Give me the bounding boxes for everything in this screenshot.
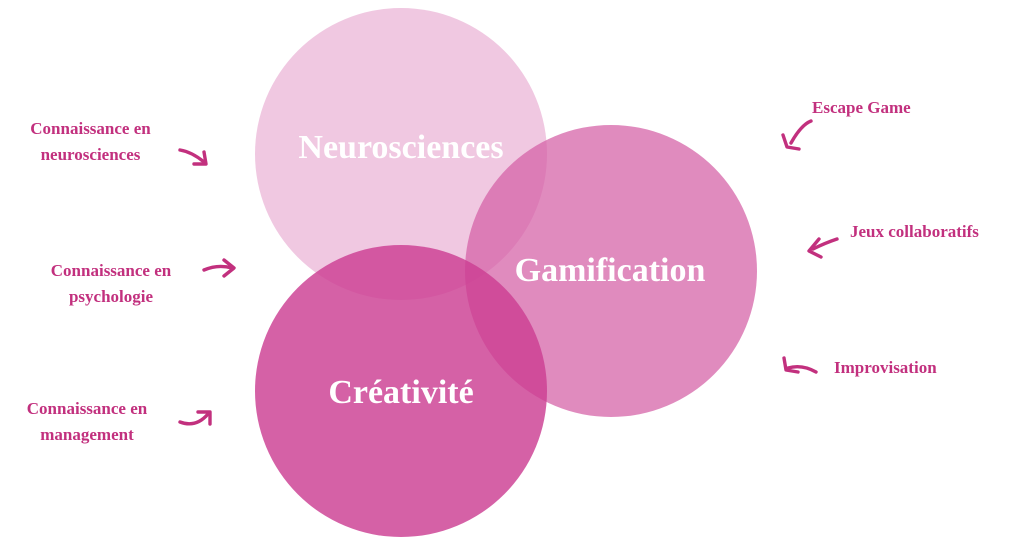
curved-arrow-icon <box>178 410 212 426</box>
escape-game-text: Escape Game <box>812 98 911 117</box>
management-knowledge-text: Connaissance en management <box>2 396 172 448</box>
neurosciences-knowledge-line2: neurosciences <box>40 145 141 164</box>
improvisation-text: Improvisation <box>834 358 937 377</box>
management-knowledge-line1: Connaissance en <box>26 399 148 418</box>
curved-arrow-icon <box>781 119 813 151</box>
creativite-circle <box>255 245 547 537</box>
gamification-label: Gamification <box>514 252 706 289</box>
psychology-knowledge-text: Connaissance en psychologie <box>26 258 196 310</box>
neurosciences-knowledge-text: Connaissance en neurosciences <box>8 116 173 168</box>
collaborative-games-text: Jeux collaboratifs <box>850 222 979 241</box>
curved-arrow-icon <box>178 148 208 166</box>
creativite-label: Créativité <box>328 374 474 411</box>
curved-arrow-icon <box>202 258 236 278</box>
management-knowledge-line2: management <box>40 425 134 444</box>
curved-arrow-icon <box>807 237 839 259</box>
neurosciences-label: Neurosciences <box>298 129 504 166</box>
neurosciences-knowledge-line1: Connaissance en <box>30 119 151 138</box>
psychology-knowledge-line1: Connaissance en <box>50 261 172 280</box>
curved-arrow-icon <box>782 356 818 374</box>
psychology-knowledge-line2: psychologie <box>68 287 154 306</box>
